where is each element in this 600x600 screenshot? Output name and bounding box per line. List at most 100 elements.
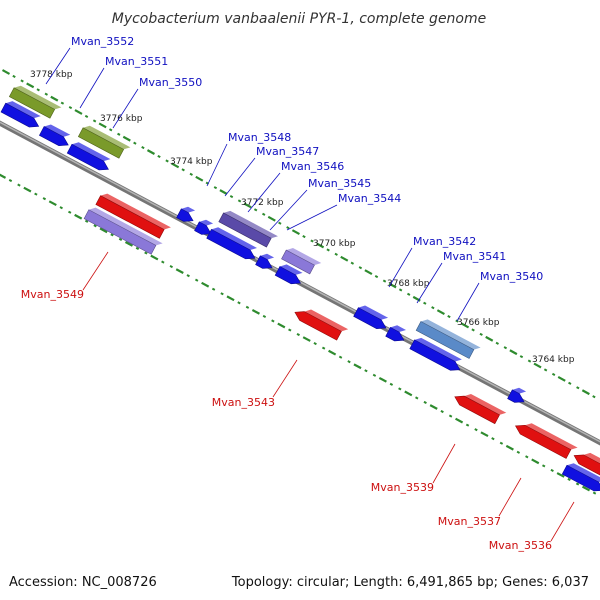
lower-tick: [455, 417, 464, 424]
gene-feature-10[interactable]: [206, 225, 260, 263]
gene-feature-17[interactable]: [415, 317, 481, 361]
upper-tick: [527, 359, 532, 363]
upper-tick: [326, 248, 330, 252]
lower-tick: [415, 396, 419, 400]
gene-feature-4-edge: [66, 143, 109, 171]
gene-feature-11[interactable]: [255, 251, 277, 272]
gene-feature-7[interactable]: [176, 204, 198, 225]
gene-label-forward[interactable]: Mvan_3540: [480, 270, 543, 283]
gene-label-forward[interactable]: Mvan_3551: [105, 55, 168, 68]
gene-feature-6-body: [84, 209, 156, 255]
lower-tick: [8, 178, 13, 183]
lower-tick: [321, 346, 326, 350]
lower-tick: [364, 369, 368, 373]
gene-feature-14-body: [294, 311, 342, 341]
upper-tick: [519, 355, 524, 359]
leader-line: [498, 477, 522, 517]
gene-label-forward[interactable]: Mvan_3546: [281, 160, 344, 173]
upper-tick: [374, 275, 379, 279]
upper-tick: [92, 119, 97, 123]
upper-tick: [117, 132, 121, 136]
gene-feature-4-body: [67, 144, 109, 170]
gene-feature-6[interactable]: [83, 205, 163, 256]
leader-line: [456, 282, 480, 322]
gene-feature-4-top: [71, 142, 111, 162]
upper-tick: [350, 261, 355, 265]
lower-tick: [201, 281, 210, 288]
gene-label-reverse[interactable]: Mvan_3539: [371, 481, 434, 494]
lower-tick: [169, 265, 173, 269]
lower-tick: [465, 423, 470, 427]
upper-tick: [44, 92, 48, 96]
gene-feature-8[interactable]: [194, 217, 216, 238]
upper-tick: [543, 368, 548, 372]
gene-feature-3[interactable]: [77, 123, 131, 160]
lower-tick: [48, 200, 57, 207]
gene-features: [0, 83, 600, 495]
gene-label-forward[interactable]: Mvan_3550: [139, 76, 202, 89]
gene-label-forward[interactable]: Mvan_3545: [308, 177, 371, 190]
gene-label-forward[interactable]: Mvan_3544: [338, 192, 401, 205]
gene-labels[interactable]: Mvan_3552Mvan_3551Mvan_3550Mvan_3548Mvan…: [21, 35, 552, 552]
gene-feature-14[interactable]: [293, 303, 349, 342]
upper-tick: [146, 149, 156, 155]
gene-feature-20[interactable]: [452, 388, 507, 426]
lower-tick: [525, 455, 529, 459]
lower-tick: [42, 197, 47, 201]
upper-tick: [485, 335, 494, 342]
lower-tick: [448, 414, 453, 418]
upper-tick: [503, 346, 508, 350]
gene-feature-23[interactable]: [561, 461, 600, 495]
upper-tick: [60, 101, 65, 105]
gene-feature-20-top: [464, 394, 507, 415]
gene-label-reverse[interactable]: Mvan_3543: [212, 396, 275, 409]
gene-feature-5[interactable]: [95, 191, 171, 240]
upper-tick: [495, 341, 499, 345]
gene-feature-18[interactable]: [409, 335, 465, 374]
gene-label-reverse[interactable]: Mvan_3536: [489, 539, 552, 552]
gene-feature-9[interactable]: [218, 208, 278, 249]
lower-tick: [251, 309, 260, 315]
gene-feature-21-top: [524, 423, 578, 450]
kbp-label: 3778 kbp: [30, 70, 73, 80]
gene-label-forward[interactable]: Mvan_3542: [413, 235, 476, 248]
lower-tick: [271, 319, 275, 323]
leader-line: [269, 189, 308, 231]
upper-tick: [74, 109, 83, 115]
gene-feature-12-body: [281, 250, 315, 274]
gene-label-forward[interactable]: Mvan_3547: [256, 145, 319, 158]
gene-feature-15[interactable]: [353, 303, 391, 332]
gene-feature-19[interactable]: [507, 385, 529, 406]
gene-feature-2[interactable]: [39, 122, 73, 149]
gene-label-forward[interactable]: Mvan_3548: [228, 131, 291, 144]
gene-label-forward[interactable]: Mvan_3552: [71, 35, 134, 48]
label-leader-lines: [45, 47, 575, 542]
gene-feature-5-top: [100, 193, 171, 230]
gene-label-reverse[interactable]: Mvan_3549: [21, 288, 84, 301]
lower-tick: [347, 360, 351, 364]
lower-tick: [226, 295, 235, 302]
gene-feature-7-body: [176, 208, 194, 222]
gene-feature-13[interactable]: [274, 262, 305, 287]
gene-feature-0-edge: [8, 87, 56, 119]
gene-feature-1[interactable]: [0, 99, 43, 131]
gene-feature-18-body: [409, 339, 460, 371]
gene-feature-6-edge: [83, 209, 157, 255]
lower-tick: [404, 390, 413, 397]
lower-tick: [480, 431, 489, 438]
upper-tick: [84, 114, 89, 119]
gene-feature-12[interactable]: [281, 246, 322, 277]
upper-tick: [509, 349, 518, 356]
gene-feature-21[interactable]: [513, 417, 578, 461]
gene-feature-4[interactable]: [66, 140, 113, 174]
gene-label-reverse[interactable]: Mvan_3537: [438, 515, 501, 528]
gene-feature-16[interactable]: [385, 323, 409, 345]
gene-feature-16-edge: [385, 326, 405, 342]
gene-label-forward[interactable]: Mvan_3541: [443, 250, 506, 263]
lower-tick: [68, 210, 72, 214]
upper-tick: [302, 234, 306, 239]
gene-feature-20-body: [454, 396, 500, 424]
upper-tick: [213, 186, 218, 190]
lower-tick: [440, 409, 444, 414]
gene-feature-0[interactable]: [8, 83, 62, 120]
